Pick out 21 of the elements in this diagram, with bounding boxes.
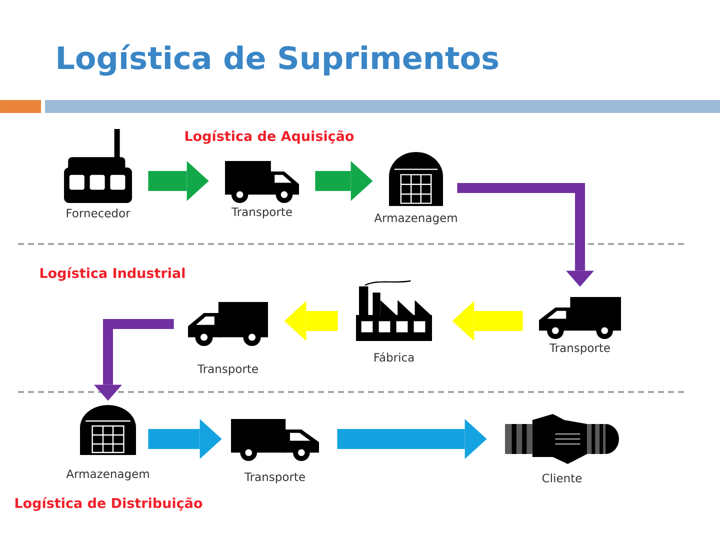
node-caption: Transporte [549, 344, 610, 354]
node-caption: Armazenagem [374, 214, 457, 224]
node-caption: Fábrica [374, 352, 414, 362]
arrow [337, 419, 487, 459]
node-caption: Cliente [542, 474, 582, 482]
arrow [284, 301, 338, 341]
section-label: Logística de Aquisição [185, 130, 354, 144]
node-caption: Armazenagem [66, 470, 149, 480]
section-label: Logística de Distribuição [15, 497, 202, 511]
slide-title: Logística de Suprimentos [58, 44, 498, 76]
arrow [457, 183, 594, 287]
section-label: Logística Industrial [40, 267, 185, 281]
arrow [148, 161, 209, 201]
node-caption: Transporte [244, 472, 305, 484]
arrow [452, 301, 523, 341]
arrow [148, 419, 222, 459]
node-caption: Transporte [197, 364, 258, 376]
arrow [94, 319, 174, 401]
node-caption: Fornecedor [66, 208, 130, 218]
arrow [315, 161, 373, 201]
node-caption: Transporte [231, 208, 292, 218]
